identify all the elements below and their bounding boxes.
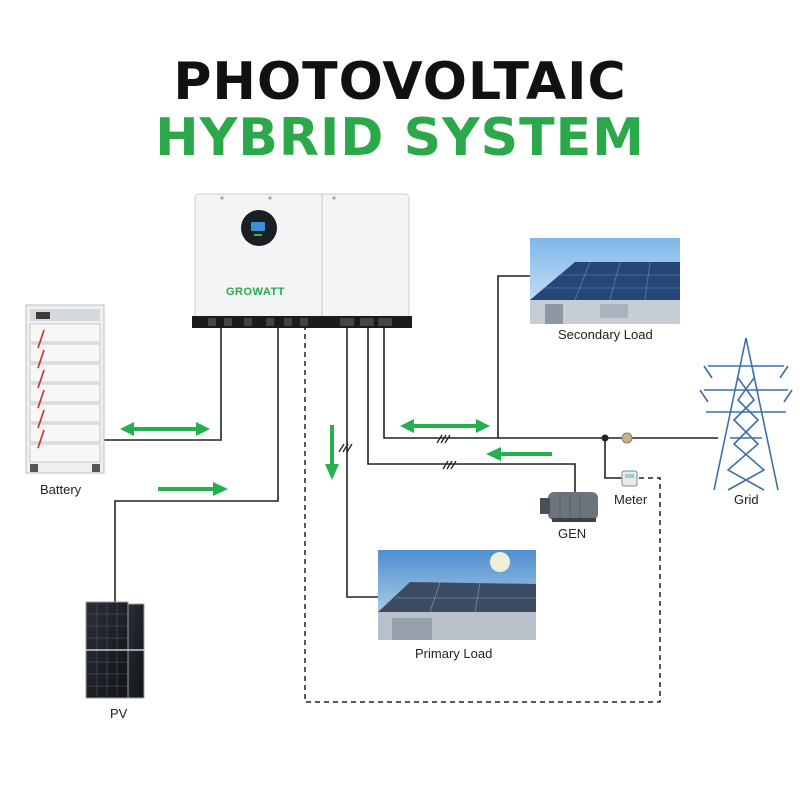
secondary-load-label: Secondary Load (558, 327, 653, 342)
grid-wire (383, 325, 718, 439)
grid-tower (699, 337, 793, 491)
primary-load-wire (346, 325, 378, 598)
meter-label: Meter (614, 492, 648, 507)
grid-label: Grid (734, 492, 759, 507)
pv-wire (114, 325, 279, 605)
meter (621, 470, 638, 487)
ct-clamp (621, 432, 633, 444)
inverter-brand-logo: GROWATT (226, 286, 285, 298)
title-line-2: HYBRID SYSTEM (155, 108, 645, 168)
pv-label: PV (110, 706, 128, 721)
generator-flow-arrow (486, 447, 552, 461)
generator (540, 492, 598, 522)
primary-load-image (378, 550, 536, 640)
grid-flow-arrow (400, 419, 490, 433)
meter-wire (604, 438, 622, 479)
primary-load-flow-arrow (325, 425, 339, 480)
gen-label: GEN (558, 526, 587, 541)
battery-wire (100, 325, 222, 441)
ct-dashed-line (304, 325, 661, 703)
title-line-1: PHOTOVOLTAIC (173, 52, 627, 112)
junction-dot (601, 434, 609, 442)
secondary-load-wire (497, 275, 530, 438)
battery-flow-arrow (120, 422, 210, 436)
pv-flow-arrow (158, 482, 228, 496)
inverter (192, 193, 412, 328)
generator-wire (367, 325, 576, 492)
primary-load-label: Primary Load (415, 646, 493, 661)
battery-rack (25, 304, 105, 474)
pv-panels (85, 601, 145, 699)
secondary-load-image (530, 238, 680, 324)
battery-label: Battery (40, 482, 82, 497)
three-phase-marks (338, 434, 457, 470)
flow-arrows (120, 419, 552, 496)
